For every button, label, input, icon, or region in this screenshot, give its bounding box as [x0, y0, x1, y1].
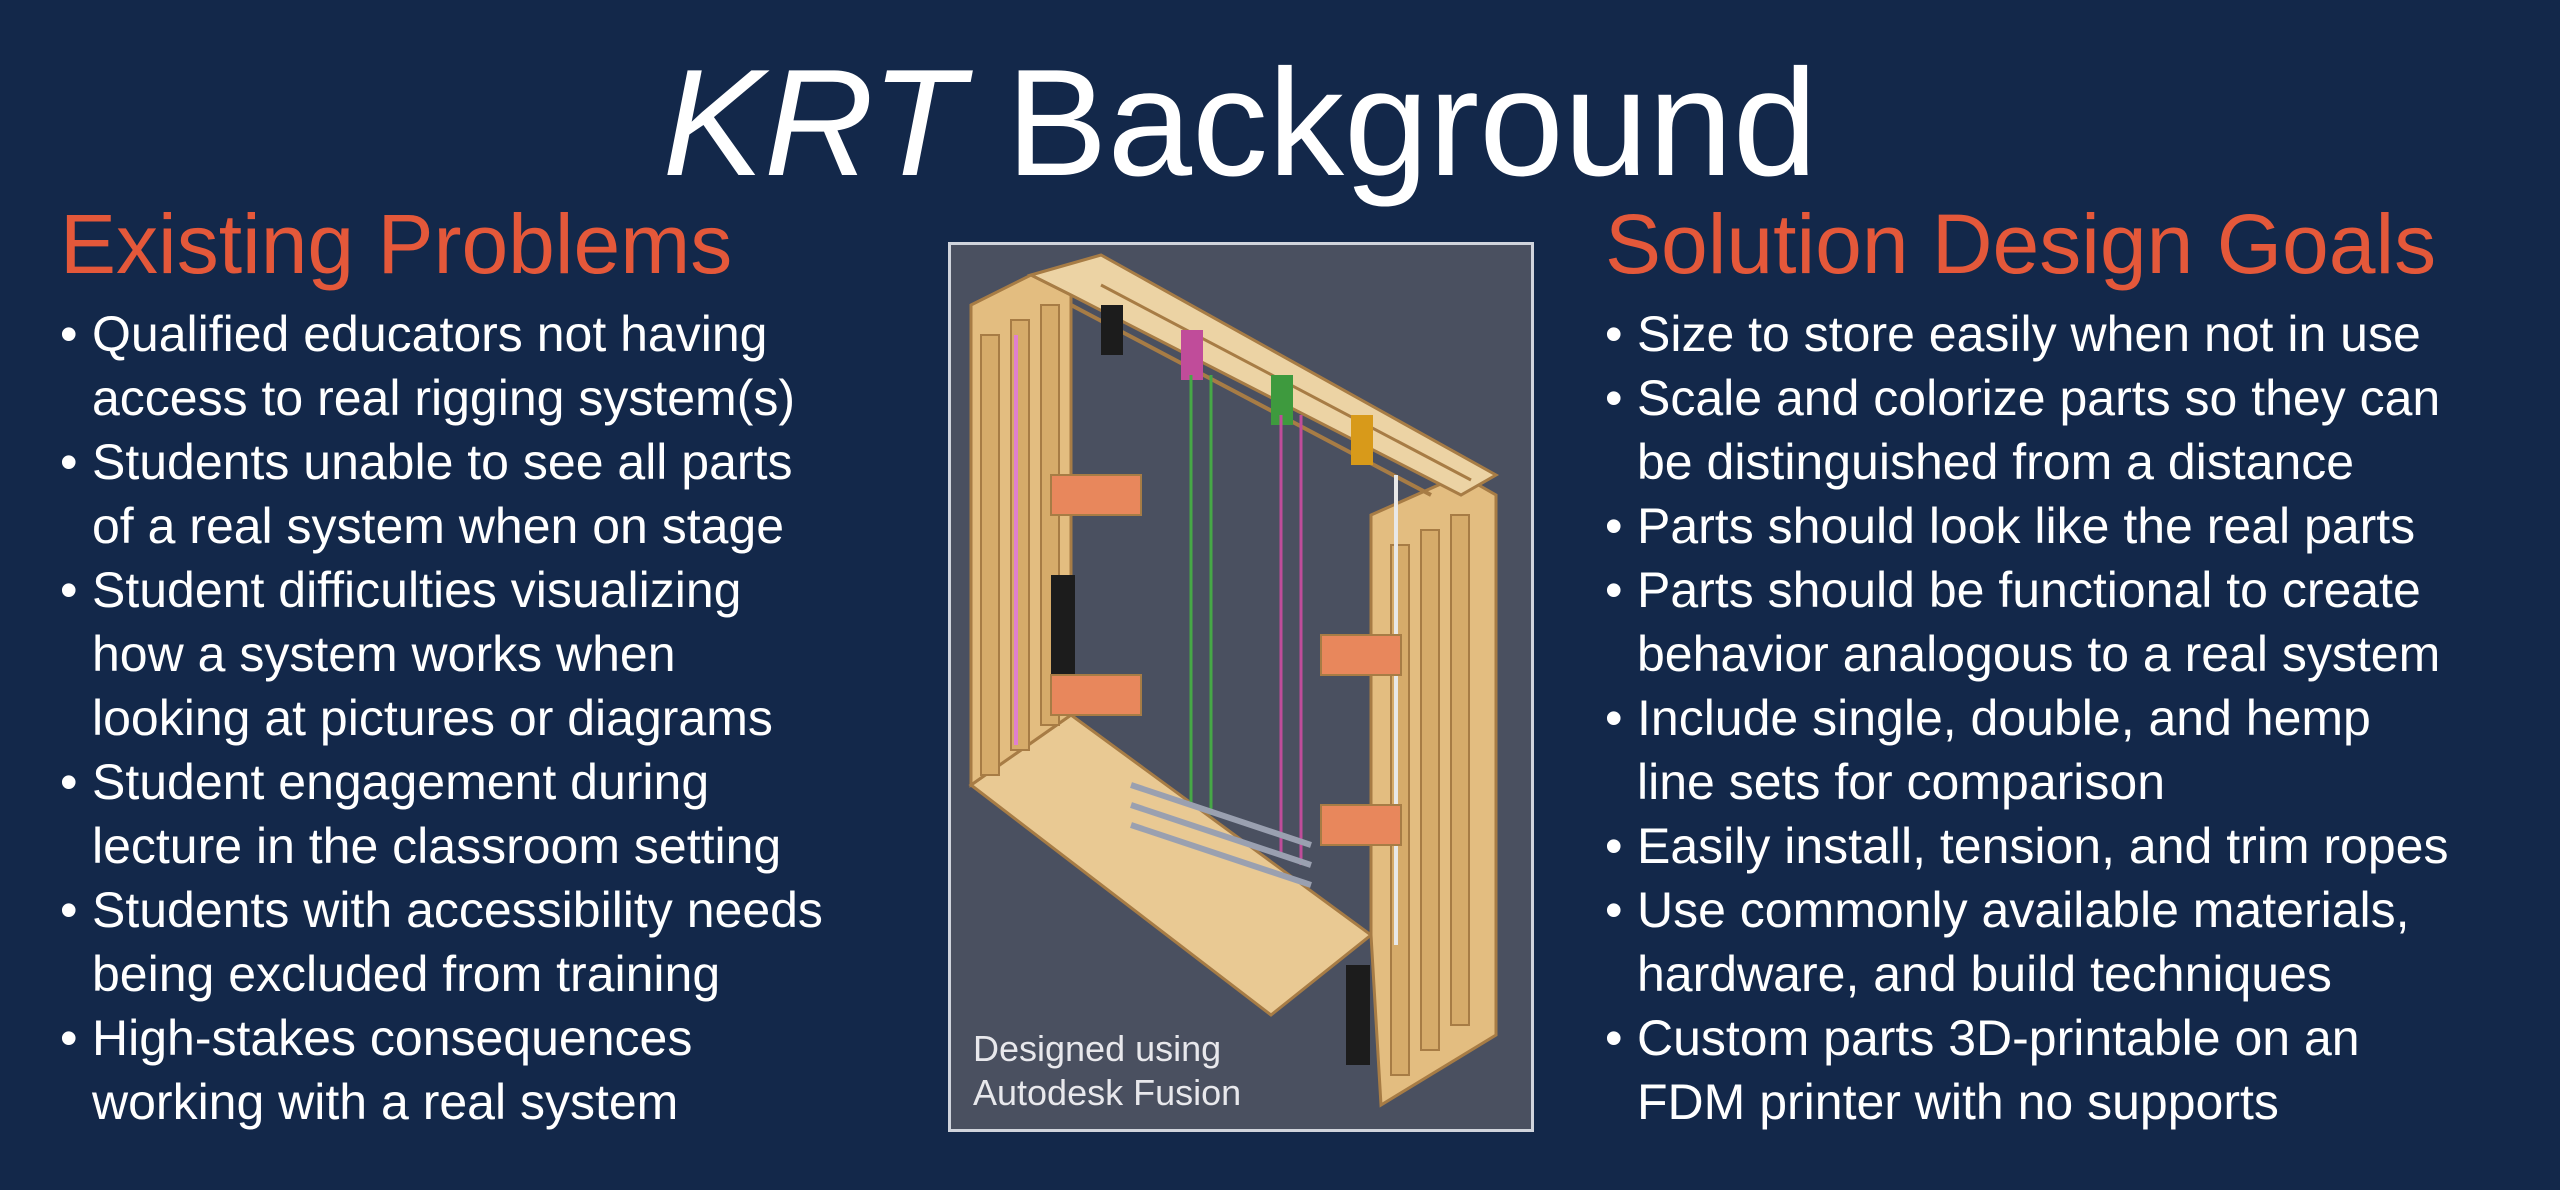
- bullet-line: be distinguished from a distance: [1637, 434, 2355, 490]
- bullet-line: Student difficulties visualizing: [92, 562, 742, 618]
- title-acronym: KRT: [662, 38, 964, 208]
- bullet-item: Include single, double, and hemp line set…: [1605, 686, 2545, 814]
- bullet-item: Use commonly available materials, hardwar…: [1605, 878, 2545, 1006]
- bullet-item: Scale and colorize parts so they can be d…: [1605, 366, 2545, 494]
- existing-problems-column: Existing Problems Qualified educators no…: [60, 196, 960, 1134]
- bullet-line: access to real rigging system(s): [92, 370, 796, 426]
- title-text: Background: [963, 38, 1818, 208]
- bullet-item: Parts should be functional to create beha…: [1605, 558, 2545, 686]
- bullet-line: lecture in the classroom setting: [92, 818, 782, 874]
- bullet-line: FDM printer with no supports: [1637, 1074, 2279, 1130]
- bullet-line: line sets for comparison: [1637, 754, 2166, 810]
- bullet-line: Parts should be functional to create: [1637, 562, 2421, 618]
- bullet-line: how a system works when: [92, 626, 676, 682]
- bullet-item: Qualified educators not having access to …: [60, 302, 960, 430]
- bullet-line: hardware, and build techniques: [1637, 946, 2332, 1002]
- rigging-model-illustration: [968, 253, 1500, 1108]
- bullet-line: looking at pictures or diagrams: [92, 690, 773, 746]
- bullet-line: Student engagement during: [92, 754, 710, 810]
- existing-problems-list: Qualified educators not having access to …: [60, 302, 960, 1134]
- existing-problems-heading: Existing Problems: [60, 197, 733, 291]
- bullet-item: Size to store easily when not in use: [1605, 302, 2545, 366]
- bullet-item: Parts should look like the real parts: [1605, 494, 2545, 558]
- solution-design-goals-list: Size to store easily when not in useScal…: [1605, 302, 2545, 1134]
- rigging-model-figure: Designed using Autodesk Fusion: [948, 242, 1534, 1132]
- bullet-line: Custom parts 3D-printable on an: [1637, 1010, 2360, 1066]
- bullet-item: Students with accessibility needs being e…: [60, 878, 960, 1006]
- bullet-line: behavior analogous to a real system: [1637, 626, 2441, 682]
- bullet-line: High-stakes consequences: [92, 1010, 693, 1066]
- bullet-line: working with a real system: [92, 1074, 679, 1130]
- bullet-item: High-stakes consequences working with a r…: [60, 1006, 960, 1134]
- solution-design-goals-heading: Solution Design Goals: [1605, 197, 2437, 291]
- bullet-line: Qualified educators not having: [92, 306, 768, 362]
- bullet-line: of a real system when on stage: [92, 498, 785, 554]
- slide-title: KRT Background: [0, 38, 2480, 208]
- bullet-line: Students with accessibility needs: [92, 882, 823, 938]
- bullet-line: Size to store easily when not in use: [1637, 306, 2421, 362]
- bullet-item: Students unable to see all parts of a rea…: [60, 430, 960, 558]
- caption-line-2: Autodesk Fusion: [973, 1072, 1242, 1113]
- bullet-item: Custom parts 3D-printable on an FDM print…: [1605, 1006, 2545, 1134]
- bullet-line: Include single, double, and hemp: [1637, 690, 2371, 746]
- bullet-item: Student engagement during lecture in the …: [60, 750, 960, 878]
- bullet-item: Easily install, tension, and trim ropes: [1605, 814, 2545, 878]
- figure-caption: Designed using Autodesk Fusion: [973, 1027, 1241, 1115]
- bullet-line: Easily install, tension, and trim ropes: [1637, 818, 2449, 874]
- bullet-line: Parts should look like the real parts: [1637, 498, 2416, 554]
- bullet-item: Student difficulties visualizing how a sy…: [60, 558, 960, 750]
- caption-line-1: Designed using: [973, 1028, 1222, 1069]
- solution-design-goals-column: Solution Design Goals Size to store easi…: [1605, 196, 2545, 1134]
- bullet-line: being excluded from training: [92, 946, 721, 1002]
- bullet-line: Students unable to see all parts: [92, 434, 793, 490]
- bullet-line: Use commonly available materials,: [1637, 882, 2410, 938]
- bullet-line: Scale and colorize parts so they can: [1637, 370, 2441, 426]
